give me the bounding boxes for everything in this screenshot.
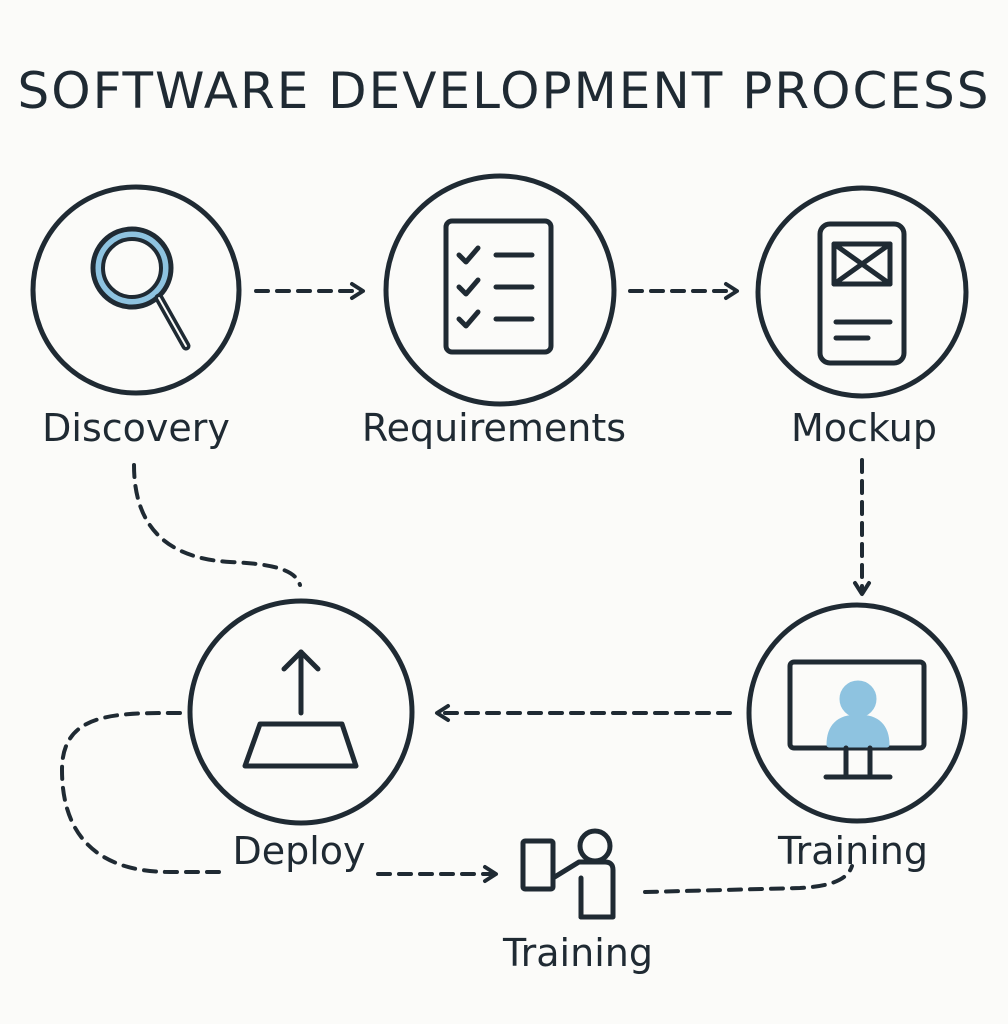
node-label-discovery: Discovery [42,406,230,450]
node-circle-discovery [30,184,242,396]
node-circle-training-monitor [746,602,968,824]
checklist-icon [443,218,554,355]
node-label-training-monitor: Training [778,829,928,873]
loop-presenter-to-training [643,864,854,894]
connectors [60,282,871,894]
upload-tray-icon [242,649,359,769]
node-circle-mockup [755,185,969,399]
node-label-requirements: Requirements [361,406,627,450]
diagram-title: SOFTWARE DEVELOPMENT PROCESS [17,62,991,120]
magnifier-icon [90,226,191,351]
node-label-training-presenter: Training [503,931,653,975]
loop-deploy-left [60,710,228,874]
node-circle-deploy [187,598,415,826]
presenter-icon [520,828,616,920]
node-label-mockup: Mockup [791,406,937,450]
loop-discovery-to-deploy [132,463,302,587]
node-label-deploy: Deploy [232,829,366,873]
node-circle-requirements [383,173,617,407]
mobile-wireframe-icon [817,221,907,366]
monitor-person-icon [787,659,927,780]
